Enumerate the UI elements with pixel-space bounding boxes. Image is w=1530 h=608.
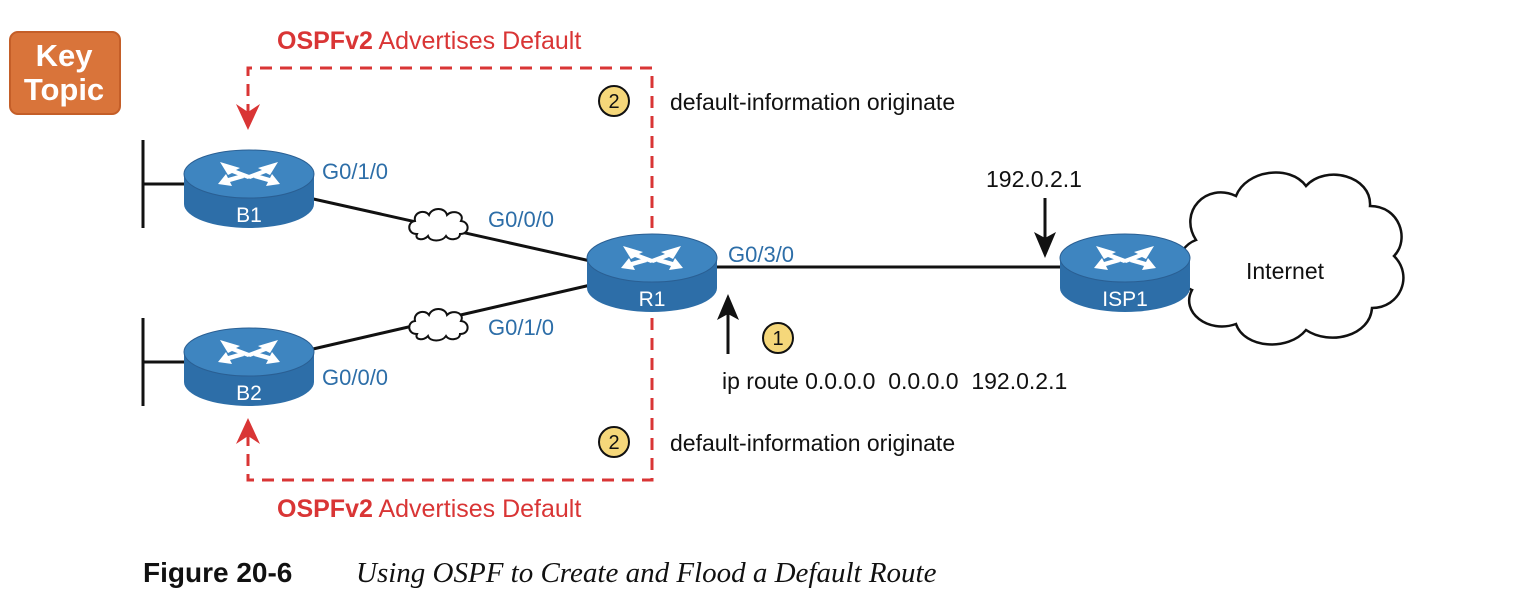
isp-ip-label: 192.0.2.1: [986, 166, 1082, 192]
figure-title: Using OSPF to Create and Flood a Default…: [356, 557, 937, 589]
key-topic-badge: Key Topic: [9, 31, 121, 115]
router-b2[interactable]: B2: [183, 327, 315, 406]
static-route-command: ip route 0.0.0.0 0.0.0.0 192.0.2.1: [722, 368, 1067, 394]
down-arrow-icon: [1034, 198, 1056, 258]
router-b2-label: B2: [236, 382, 262, 405]
interface-label: G0/0/0: [322, 365, 388, 390]
router-b1-label: B1: [236, 204, 262, 227]
router-r1[interactable]: R1: [586, 233, 718, 312]
step2-bottom-number: 2: [608, 432, 619, 454]
link-b2-r1: [299, 282, 596, 354]
router-b1[interactable]: B1: [183, 149, 315, 228]
internet-cloud: Internet: [1176, 171, 1405, 346]
link-b1-r1: [299, 194, 596, 264]
b1-lan-stub: [141, 140, 186, 228]
interface-label: G0/1/0: [322, 159, 388, 184]
interface-label: G0/3/0: [728, 242, 794, 267]
interface-label: G0/1/0: [488, 315, 554, 340]
wan-cloud-icon: [408, 208, 469, 242]
step1-number: 1: [772, 328, 783, 350]
advert-top-label: OSPFv2 Advertises Default: [277, 27, 581, 55]
badge-line1: Key: [36, 38, 94, 73]
advert-bottom-label: OSPFv2 Advertises Default: [277, 495, 581, 523]
step2-top-number: 2: [608, 91, 619, 113]
wan-cloud-icon: [408, 308, 469, 342]
figure-number: Figure 20-6: [143, 557, 292, 588]
router-isp1-label: ISP1: [1102, 288, 1148, 311]
ospf-flood-path-bottom: [236, 298, 654, 482]
internet-label: Internet: [1246, 258, 1325, 284]
router-r1-label: R1: [639, 288, 666, 311]
b2-lan-stub: [141, 318, 186, 406]
router-isp1[interactable]: ISP1: [1059, 233, 1191, 312]
step1-marker: 1: [762, 322, 794, 354]
step2-top-marker: 2: [598, 85, 630, 117]
default-info-originate-top: default-information originate: [670, 89, 955, 115]
interface-label: G0/0/0: [488, 207, 554, 232]
up-arrow-icon: [236, 418, 260, 444]
up-arrow-icon: [717, 294, 739, 354]
down-arrow-icon: [236, 104, 260, 130]
step2-bottom-marker: 2: [598, 426, 630, 458]
badge-line2: Topic: [24, 72, 104, 107]
figure-caption: Figure 20-6 Using OSPF to Create and Flo…: [143, 557, 937, 589]
ospf-flood-path-top: [236, 66, 654, 268]
default-info-originate-bottom: default-information originate: [670, 430, 955, 456]
